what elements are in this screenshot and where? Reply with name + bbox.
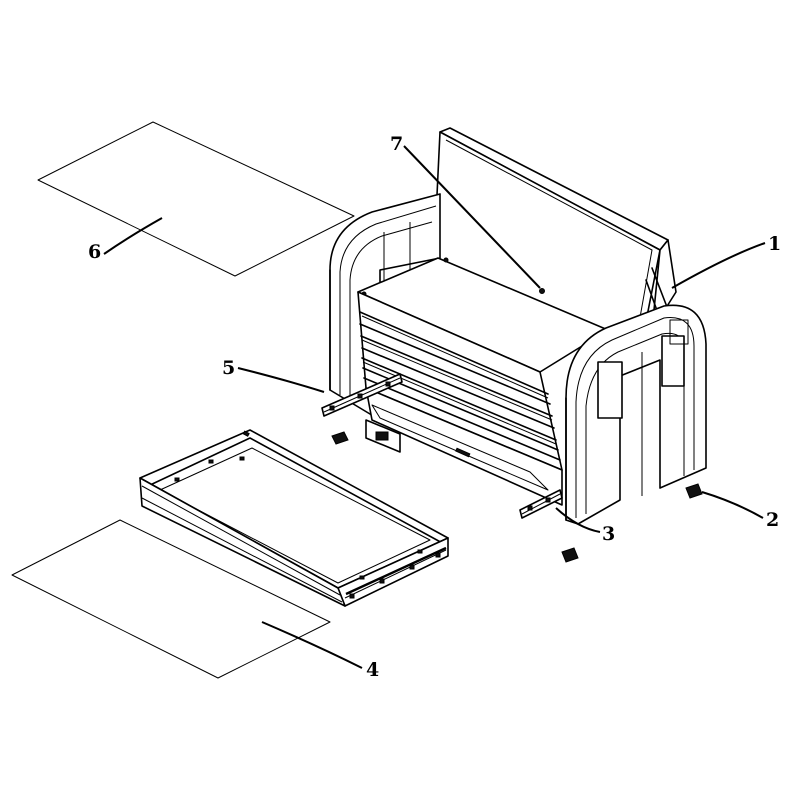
callout-2: 2 bbox=[766, 509, 779, 531]
drawer bbox=[139, 429, 449, 607]
left-side-frame bbox=[329, 193, 441, 421]
callouts: 1 2 3 4 5 6 7 bbox=[88, 133, 781, 681]
callout-6: 6 bbox=[88, 241, 101, 263]
leveling-foot bbox=[331, 431, 703, 563]
leader-lines bbox=[103, 145, 766, 669]
drawer-slide-left bbox=[321, 373, 403, 417]
callout-4: 4 bbox=[366, 659, 379, 681]
drawer-stack bbox=[357, 291, 563, 471]
callout-3: 3 bbox=[602, 523, 615, 545]
drawer-liner-mat bbox=[11, 519, 331, 679]
drawer-slide-rivets bbox=[349, 552, 441, 599]
top-liner-mat bbox=[37, 121, 355, 277]
right-side-frame bbox=[565, 304, 707, 525]
callout-5: 5 bbox=[222, 357, 235, 379]
toolbox-chest-cabinet bbox=[321, 127, 707, 525]
callout-1: 1 bbox=[768, 233, 781, 255]
drawer-slide bbox=[519, 489, 563, 519]
callout-7: 7 bbox=[390, 133, 403, 155]
